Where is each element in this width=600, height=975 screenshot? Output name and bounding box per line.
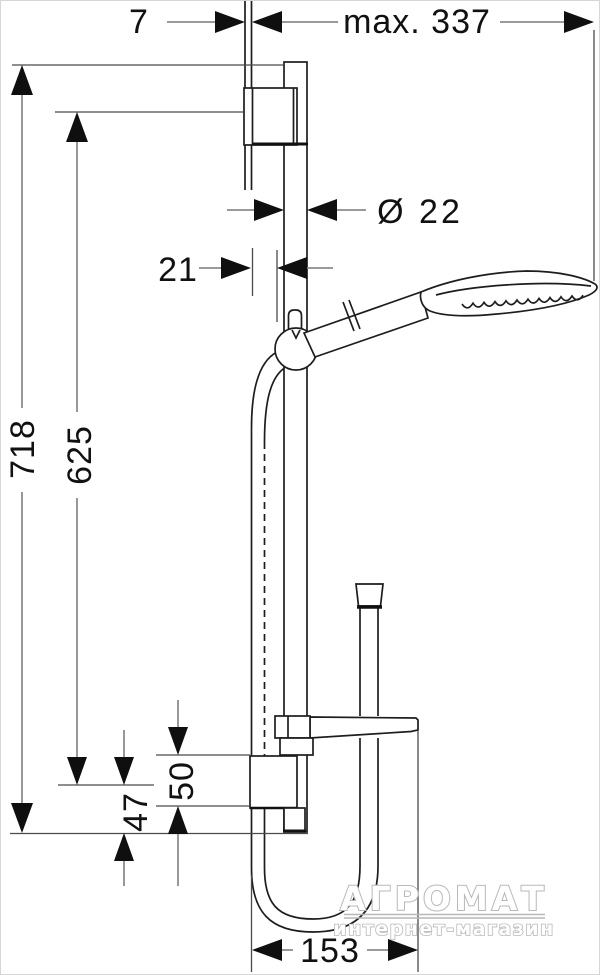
dim-label-wall-gap: 7 — [129, 3, 149, 41]
dim-label-lower-bracket-height: 50 — [163, 761, 201, 801]
dim-label-bottom-width: 153 — [300, 932, 360, 970]
watermark-title: АГРОМАТ — [340, 879, 548, 918]
rail-bottom-cap — [283, 807, 306, 832]
top-wall-bracket — [243, 87, 308, 146]
dim-label-max-reach: max. 337 — [343, 3, 491, 41]
spray-nozzle-band — [461, 294, 584, 309]
dim-label-total-height: 718 — [4, 419, 42, 479]
dim-label-bar-diameter: Ø 22 — [377, 193, 463, 231]
shower-head — [419, 270, 598, 317]
hand-shower — [274, 270, 598, 371]
dimension-lines — [21, 21, 564, 951]
bottom-wall-bracket — [249, 755, 306, 833]
dim-label-bracket-span: 625 — [61, 425, 99, 485]
dimension-arrows — [11, 11, 594, 961]
hose-nut — [355, 583, 384, 607]
watermark: АГРОМАТ интернет-магазин — [332, 878, 554, 941]
shower-handle — [302, 290, 430, 359]
extension-lines — [10, 30, 595, 972]
dim-label-lower-offset: 47 — [117, 792, 155, 832]
dim-label-holder-offset: 21 — [158, 251, 198, 289]
watermark-subtitle: интернет-магазин — [333, 918, 554, 940]
shower-hose — [250, 351, 384, 933]
soap-dish-shelf — [274, 715, 419, 756]
